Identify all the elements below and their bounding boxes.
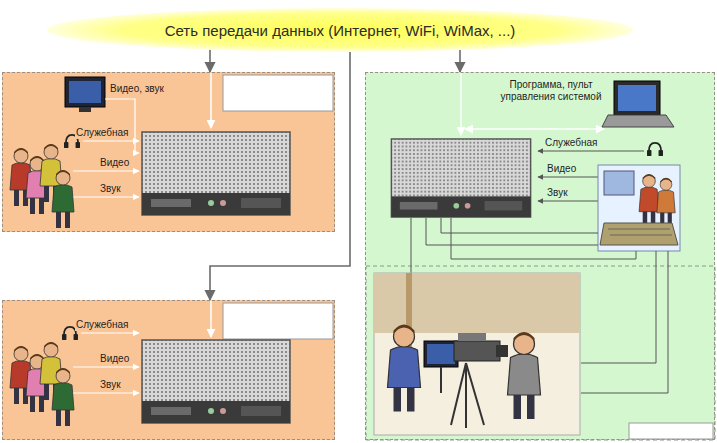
signal-label: Служебная [544, 137, 599, 149]
site-illustration [3, 73, 336, 233]
drawing-use [508, 332, 541, 419]
drawing-path [602, 115, 674, 127]
drawing-line [210, 73, 212, 128]
drawing-rect [79, 107, 91, 112]
drawing-rect [374, 273, 580, 333]
drawing-path [608, 229, 672, 235]
drawing-rect [366, 266, 715, 440]
data-link-arrow [209, 50, 211, 72]
studio-illustration [366, 73, 716, 441]
site-panel: Видео, звукСлужебнаяВидеоЗвук [2, 72, 335, 232]
drawing-rect [69, 81, 101, 103]
drawing-path [451, 218, 636, 259]
signal-label: Видео [546, 163, 577, 175]
drawing-line [460, 73, 462, 135]
signal-label: Служебная [75, 319, 130, 331]
drawing-rect [454, 341, 500, 361]
network-label: Сеть передачи данных (Интернет, WiFi, Wi… [45, 6, 635, 54]
drawing-path [105, 99, 139, 153]
drawing-rect [427, 344, 455, 364]
drawing-line [440, 367, 442, 393]
drawing-use [657, 178, 675, 226]
drawing-line [465, 128, 604, 130]
drawing-line [69, 196, 139, 197]
drawing-rect [598, 165, 680, 251]
drawing-use [52, 368, 74, 426]
drawing-line [538, 150, 644, 151]
drawing-use [391, 139, 530, 217]
drawing-path [581, 251, 668, 393]
drawing-path [600, 223, 678, 245]
drawing-rect [65, 77, 105, 107]
drawing-use [142, 132, 290, 215]
drawing-path [441, 218, 598, 233]
signal-label: Видео [99, 353, 130, 365]
drawing-use [388, 325, 421, 412]
drawing-rect [614, 81, 660, 115]
signal-label: Видео, звук [109, 83, 165, 95]
drawing-rect [458, 333, 486, 341]
signal-label: Звук [99, 379, 122, 391]
drawing-use [142, 340, 290, 423]
drawing-path [426, 218, 598, 245]
drawing-rect [618, 85, 656, 111]
drawing-line [210, 301, 212, 337]
drawing-rect [424, 341, 458, 367]
drawing-rect [496, 345, 508, 357]
site-panel: СлужебнаяВидеоЗвук [2, 300, 335, 440]
drawing-path [451, 363, 484, 428]
site-illustration [3, 301, 336, 441]
drawing-use [647, 143, 663, 156]
signal-label: Видео [99, 157, 130, 169]
signal-label: Звук [546, 187, 569, 199]
drawing-line [73, 366, 139, 367]
drawing-line [69, 392, 139, 393]
studio-panel: Программа, пульт управления системойСлуж… [365, 72, 715, 440]
drawing-use [52, 170, 74, 228]
drawing-use [639, 174, 659, 226]
drawing-path [581, 251, 656, 363]
drawing-rect [374, 273, 580, 435]
drawing-line [81, 332, 139, 333]
network-ellipse: Сеть передачи данных (Интернет, WiFi, Wi… [45, 6, 635, 54]
drawing-rect [604, 171, 634, 195]
drawing-line [83, 140, 139, 141]
drawing-rect [223, 75, 333, 111]
signal-label: Служебная [75, 127, 130, 139]
drawing-rect [223, 303, 333, 339]
drawing-line [538, 176, 598, 177]
signal-label: Программа, пульт управления системой [496, 79, 606, 103]
drawing-line [538, 200, 598, 201]
drawing-rect [629, 423, 713, 439]
signal-label: Звук [99, 183, 122, 195]
data-link-arrow [459, 50, 461, 72]
drawing-line [73, 170, 139, 171]
